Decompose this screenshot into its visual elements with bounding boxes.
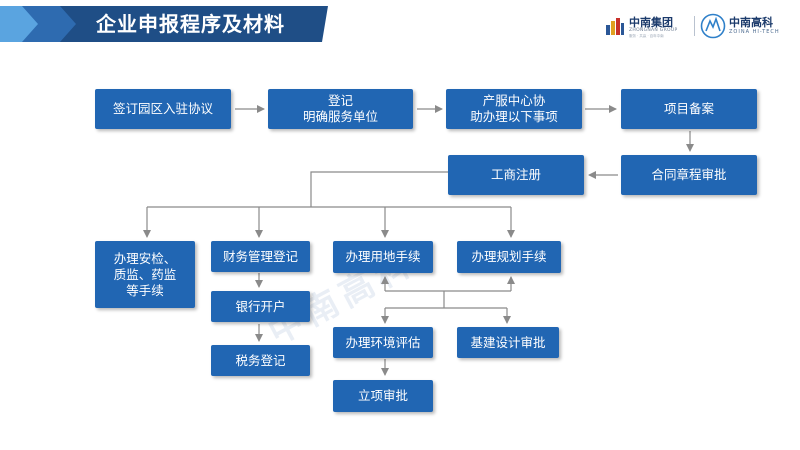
- step-safety-inspection: 办理安检、 质监、药监 等手续: [95, 241, 195, 308]
- zhongnan-group-logo: 中南集团 ZHONGNAN GROUP 服务 · 共赢 · 百年中南: [604, 12, 690, 40]
- step-land-procedures: 办理用地手续: [333, 241, 433, 273]
- logo-left-tagline: 服务 · 共赢 · 百年中南: [629, 34, 664, 38]
- zoina-hitech-mark-icon: [700, 13, 726, 39]
- page-title: 企业申报程序及材料: [96, 12, 285, 36]
- step-contract-approval: 合同章程审批: [621, 155, 757, 195]
- step-center-assist: 产服中心协 助办理以下事项: [446, 89, 582, 129]
- zhongnan-group-mark-icon: [606, 18, 624, 35]
- step-register: 登记 明确服务单位: [268, 89, 413, 129]
- step-planning-procedures: 办理规划手续: [457, 241, 561, 273]
- logo-left-subtitle: ZHONGNAN GROUP: [629, 28, 678, 33]
- step-financial-registration: 财务管理登记: [211, 241, 310, 272]
- connector-business-branch: [310, 171, 448, 207]
- step-tax-registration: 税务登记: [211, 345, 310, 376]
- step-bank-account: 银行开户: [211, 291, 310, 322]
- step-project-approval: 立项审批: [333, 380, 433, 412]
- logo-right-subtitle: ZOINA HI-TECH: [729, 29, 780, 35]
- step-design-approval: 基建设计审批: [457, 327, 559, 358]
- step-environmental-assessment: 办理环境评估: [333, 327, 433, 358]
- step-sign-agreement: 签订园区入驻协议: [95, 89, 231, 129]
- step-business-registration: 工商注册: [448, 155, 584, 195]
- logo-left-name: 中南集团: [629, 16, 673, 29]
- zoina-hitech-logo: 中南高科 ZOINA HI-TECH: [700, 11, 796, 41]
- logo-right-name: 中南高科: [729, 16, 773, 29]
- logo-divider: [694, 16, 695, 36]
- step-project-filing: 项目备案: [621, 89, 757, 129]
